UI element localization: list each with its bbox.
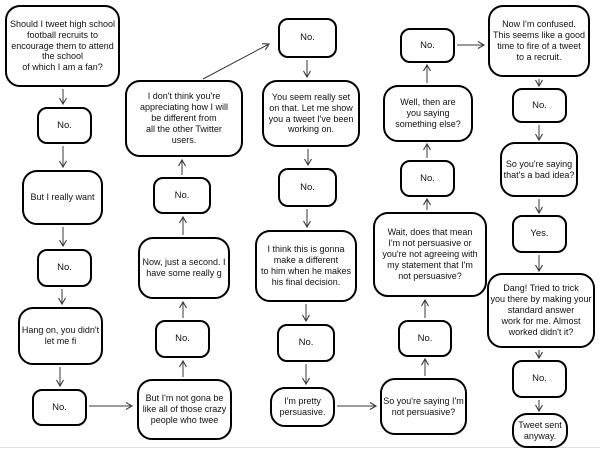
flow-arrow-q6-a6 xyxy=(202,43,270,80)
flow-node-q11: Wait, does that mean I'm not persuasive … xyxy=(373,212,487,297)
flow-node-q7: You seem really set on that. Let me show… xyxy=(262,80,360,147)
flow-node-a9: No. xyxy=(398,320,452,357)
flow-node-q5: Now, just a second. I have some really g xyxy=(138,237,230,299)
flow-node-a2: No. xyxy=(37,249,92,287)
bottom-divider xyxy=(0,447,600,448)
flow-node-a6: No. xyxy=(278,18,337,58)
flow-node-q16: Tweet sent anyway. xyxy=(512,413,568,448)
flow-node-a10: No. xyxy=(400,160,455,197)
flow-node-q4: But I'm not gona be like all of those cr… xyxy=(137,379,232,440)
flow-node-q8: I think this is gonna make a different t… xyxy=(255,230,357,302)
flow-node-q6: I don't think you're appreciating how I … xyxy=(125,80,243,157)
flow-node-a5: No. xyxy=(153,177,211,214)
flow-node-q9: I'm pretty persuasive. xyxy=(270,387,335,427)
flow-node-q13: Now I'm confused. This seems like a good… xyxy=(488,5,590,77)
flow-node-q15: Dang! Tried to trick you there by making… xyxy=(487,273,595,348)
flow-node-a4: No. xyxy=(155,320,210,358)
flow-node-a13: Yes. xyxy=(512,215,567,253)
flow-node-a3: No. xyxy=(32,389,87,426)
flow-node-a11: No. xyxy=(400,28,455,63)
flow-node-q10: So you're saying I'm not persuasive? xyxy=(380,378,467,435)
flow-node-q1: Should I tweet high school football recr… xyxy=(5,5,120,87)
flow-node-q2: But I really want xyxy=(22,170,103,225)
flow-node-q12: Well, then are you saying something else… xyxy=(383,85,473,142)
flow-node-a7: No. xyxy=(278,168,337,207)
flow-node-a1: No. xyxy=(37,107,92,144)
flow-node-q3: Hang on, you didn't let me fi xyxy=(18,307,103,365)
flow-node-q14: So you're saying that's a bad idea? xyxy=(500,142,578,197)
flow-node-a8: No. xyxy=(277,324,335,362)
flow-node-a12: No. xyxy=(512,88,567,123)
flow-node-a14: No. xyxy=(512,360,567,398)
